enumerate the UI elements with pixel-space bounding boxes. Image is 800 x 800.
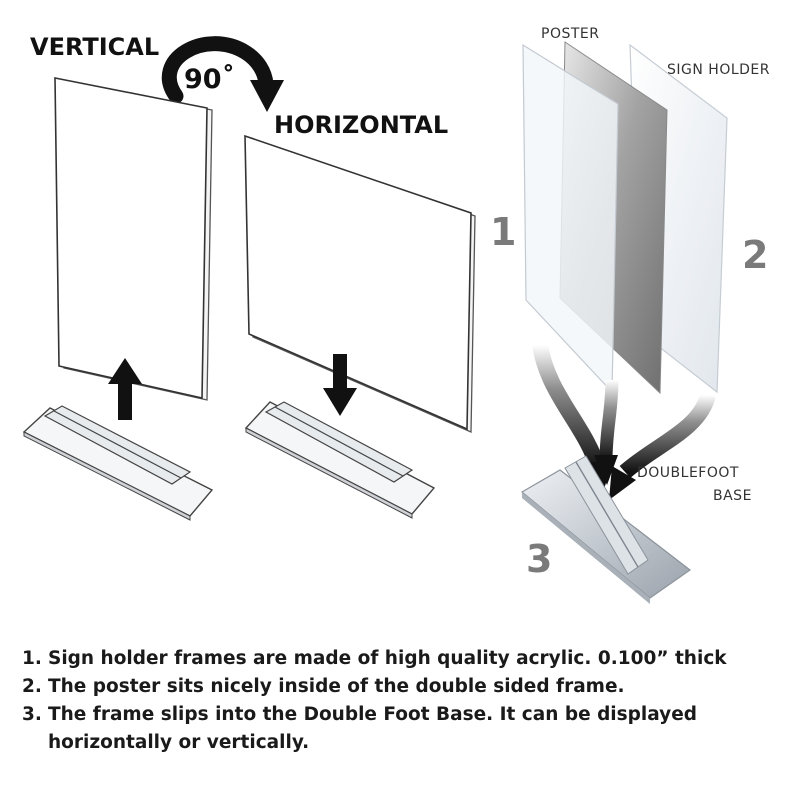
poster-label: POSTER [541, 26, 599, 42]
note-text: The frame slips into the Double Foot Bas… [48, 704, 698, 753]
note-item-1: 1. Sign holder frames are made of high q… [22, 645, 792, 673]
acrylic-panel-front [522, 43, 619, 394]
vertical-label: VERTICAL [30, 33, 159, 61]
note-text: Sign holder frames are made of high qual… [48, 648, 727, 669]
horizontal-label: HORIZONTAL [274, 111, 448, 139]
horizontal-sign-panel [244, 134, 476, 433]
left-base [22, 405, 214, 521]
note-item-3: 3. The frame slips into the Double Foot … [22, 701, 792, 757]
middle-base [244, 401, 436, 519]
number-3: 3 [526, 537, 552, 581]
doublefoot-label-line1: DOUBLEFOOT [637, 465, 739, 481]
note-number: 1. [22, 648, 42, 669]
doublefoot-base [520, 455, 692, 604]
degrees-label: 90˚ [184, 64, 235, 95]
up-arrow-icon [108, 358, 142, 420]
note-item-2: 2. The poster sits nicely inside of the … [22, 673, 792, 701]
note-number: 3. [22, 704, 42, 725]
doublefoot-label-line2: BASE [713, 488, 752, 504]
down-arrow-icon [323, 354, 357, 416]
vertical-sign-panel [54, 77, 213, 401]
rotate-arrow-icon [161, 36, 284, 112]
sign-holder-label: SIGN HOLDER [667, 62, 770, 78]
number-2: 2 [742, 233, 768, 277]
feature-notes-list: 1. Sign holder frames are made of high q… [22, 645, 792, 757]
note-text: The poster sits nicely inside of the dou… [48, 676, 625, 697]
note-number: 2. [22, 676, 42, 697]
number-1: 1 [490, 210, 516, 254]
